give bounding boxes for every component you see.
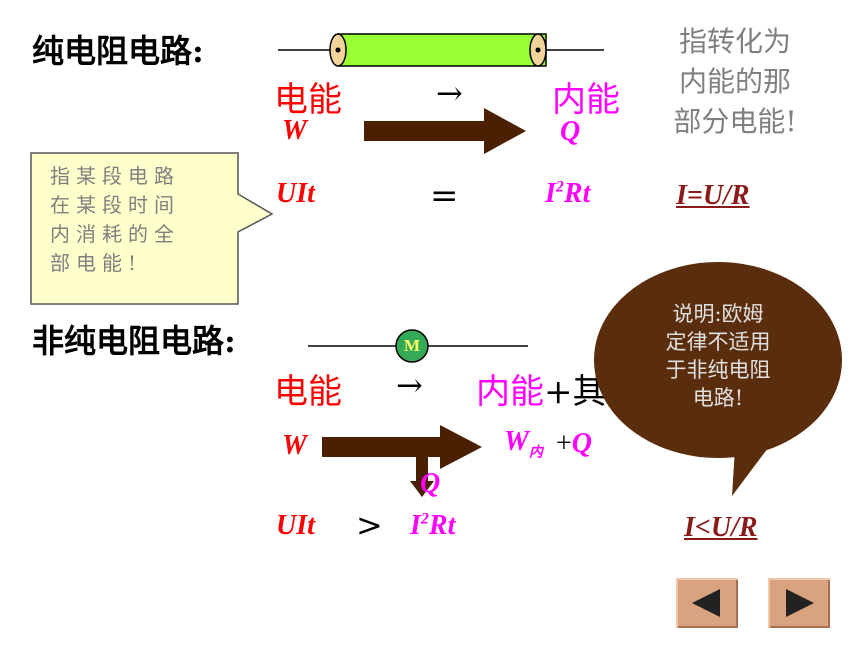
previous-button[interactable] xyxy=(676,578,738,628)
nonpure-w-internal: W内 xyxy=(504,426,543,461)
nonpure-i2rt-formula: I2Rt xyxy=(410,510,456,541)
bubble-line: 说明:欧姆 xyxy=(672,302,764,326)
nonpure-circuit-title: 非纯电阻电路: xyxy=(32,322,236,360)
speech-bubble-shape xyxy=(594,262,842,496)
nonpure-energy-flow-arrow-icon xyxy=(322,425,482,497)
previous-arrow-icon xyxy=(692,589,720,617)
resistor-icon xyxy=(278,33,604,67)
nonpure-electric-energy-label: 电能 xyxy=(274,372,342,412)
speech-bubble-text: 说明:欧姆 定律不适用 于非纯电阻 电路! xyxy=(600,300,836,412)
pure-note-line: 内能的那 xyxy=(678,65,791,98)
pure-conversion-arrow: → xyxy=(436,74,463,112)
nonpure-plus-q: +Q xyxy=(556,428,593,459)
callout-shape xyxy=(30,152,274,305)
next-arrow-icon xyxy=(786,589,814,617)
pure-w-symbol: W xyxy=(282,115,307,146)
nonpure-conversion-arrow: → xyxy=(396,366,423,404)
callout-text: 指某段电路 在某段时间 内消耗的全 部电能! xyxy=(50,162,180,278)
pure-energy-flow-arrow-icon xyxy=(364,108,526,154)
callout-line: 内消耗的全 xyxy=(50,222,180,246)
nonpure-w-symbol: W xyxy=(282,430,307,461)
next-button[interactable] xyxy=(768,578,830,628)
pure-note-line: 部分电能! xyxy=(673,105,797,138)
pure-equals-sign: = xyxy=(430,176,459,216)
motor-icon xyxy=(308,329,528,363)
nonpure-uit-formula: UIt xyxy=(276,510,315,541)
callout-line: 在某段时间 xyxy=(50,193,180,217)
pure-note-line: 指转化为 xyxy=(678,25,791,58)
nonpure-q-symbol: Q xyxy=(420,468,441,499)
motor-label: M xyxy=(403,336,421,355)
pure-circuit-title: 纯电阻电路: xyxy=(32,32,204,70)
pure-uit-formula: UIt xyxy=(276,178,315,209)
pure-internal-energy-label: 内能 xyxy=(552,80,620,120)
callout-line: 部电能! xyxy=(50,251,143,275)
pure-electric-energy-label: 电能 xyxy=(274,80,342,120)
bubble-line: 于非纯电阻 xyxy=(665,358,771,382)
pure-i2rt-formula: I2Rt xyxy=(545,178,591,209)
pure-ohm-law: I=U/R xyxy=(676,180,750,211)
nonpure-internal-energy-label: 内能+其 xyxy=(476,372,607,412)
nonpure-greater-than: > xyxy=(356,506,383,544)
bubble-line: 电路! xyxy=(692,386,744,410)
pure-note: 指转化为 内能的那 部分电能! xyxy=(650,22,820,142)
bubble-line: 定律不适用 xyxy=(665,330,771,354)
pure-q-symbol: Q xyxy=(560,116,581,147)
nonpure-ohm-law: I<U/R xyxy=(684,512,758,543)
callout-line: 指某段电路 xyxy=(50,164,180,188)
